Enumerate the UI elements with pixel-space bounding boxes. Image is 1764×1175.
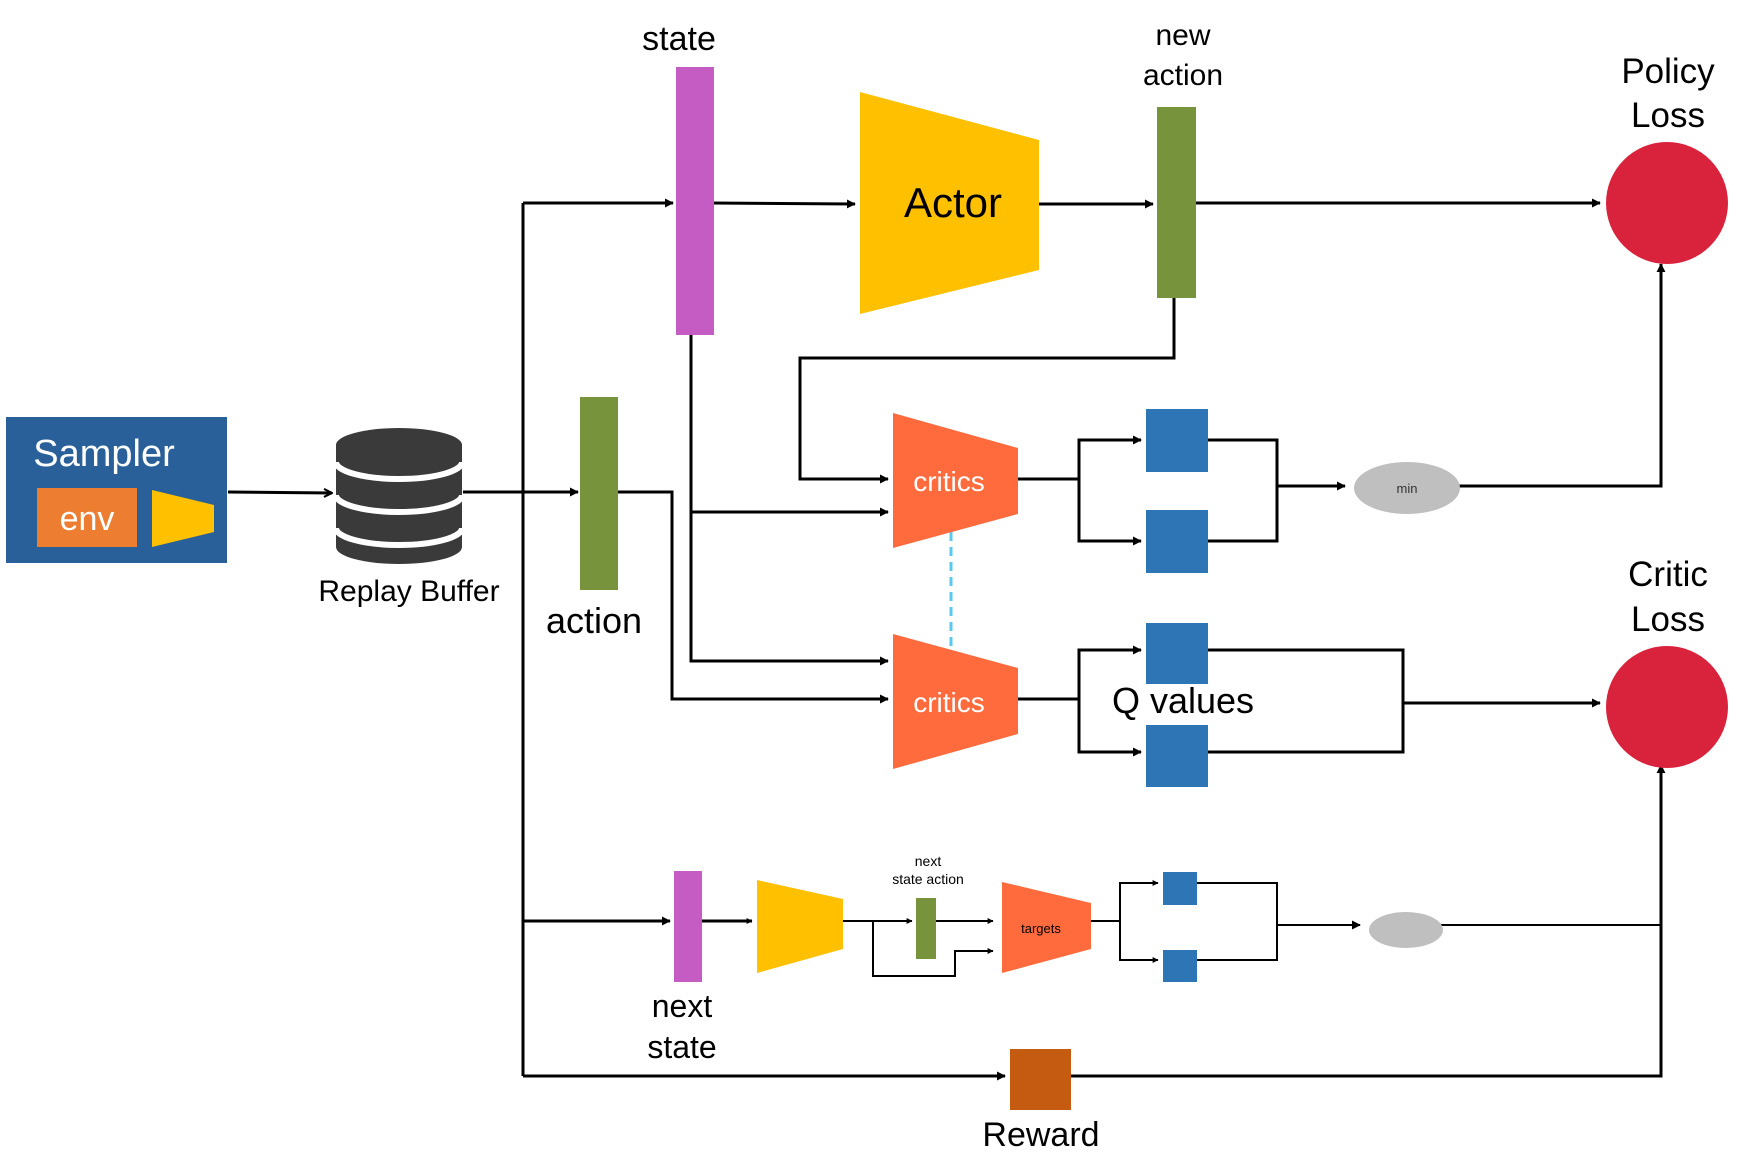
policy-loss-label-line1: Policy [1621, 52, 1715, 91]
arrow-reward-to-critic-loss [1068, 764, 1666, 1078]
sampler-title: Sampler [33, 433, 175, 475]
reward-label: Reward [982, 1116, 1099, 1154]
branch-critics-bottom-lower [1077, 699, 1142, 757]
q-value-box [1146, 409, 1208, 472]
action-bar [580, 397, 618, 590]
arrow-min-to-policy-loss [1451, 263, 1666, 488]
env-label: env [60, 500, 115, 538]
arrow-state-to-critics-top [689, 335, 889, 517]
min-node [1354, 462, 1460, 514]
critic-loss-label-line1: Critic [1628, 555, 1708, 594]
next-state-label-line1: next [652, 988, 713, 1024]
q-values-label: Q values [1112, 680, 1254, 721]
new-action-bar [1157, 107, 1196, 298]
branch-critics-top [1014, 435, 1142, 481]
branch-targets [1083, 880, 1159, 922]
replay-buffer-icon [333, 428, 465, 564]
arrow-new-action-to-critics [798, 298, 1176, 484]
branch-targets-lower [1119, 921, 1159, 963]
merge-q-bottom [1203, 648, 1405, 754]
branch-critics-top-lower [1077, 479, 1142, 546]
q-value-box [1146, 623, 1208, 684]
action-label: action [546, 600, 642, 641]
min-label: min [1397, 481, 1418, 496]
merge-q-top [1203, 438, 1279, 543]
new-action-label-line1: new [1155, 19, 1210, 52]
next-state-action-label-line2: state action [892, 871, 964, 887]
env-box [37, 488, 137, 547]
next-state-action-label-line1: next [915, 853, 942, 869]
policy-loss-label-line2: Loss [1631, 96, 1705, 135]
merge-q-targets [1189, 882, 1278, 961]
critic-loss-label-line2: Loss [1631, 600, 1705, 639]
sampler-block: Sampler env [6, 417, 227, 563]
target-min-node [1369, 912, 1443, 948]
branch-critics-bottom [1014, 645, 1142, 701]
reward-box [1010, 1049, 1071, 1110]
state-bar [676, 67, 714, 335]
replay-buffer-label: Replay Buffer [318, 575, 499, 608]
actor-label: Actor [904, 179, 1002, 226]
target-q-value-box [1163, 950, 1197, 982]
critics-network-bottom [893, 634, 1018, 769]
arrow-sampler-to-buffer [227, 492, 332, 493]
critics-bottom-label: critics [913, 687, 985, 718]
critics-top-label: critics [913, 466, 985, 497]
targets-network [1002, 882, 1091, 973]
targets-label: targets [1021, 921, 1061, 936]
next-state-label-line2: state [647, 1029, 716, 1065]
arrow-action-to-critics-bottom [615, 490, 889, 704]
sampler-actor-icon [152, 490, 214, 547]
target-actor-network [757, 880, 843, 973]
new-action-label-line2: action [1143, 59, 1223, 92]
arrow-state-to-actor [710, 199, 856, 209]
state-label: state [642, 20, 716, 58]
arrow-state-to-critics-bottom [689, 510, 889, 666]
connectors [227, 198, 1666, 1081]
policy-loss-node [1606, 142, 1728, 264]
next-state-bar [674, 871, 702, 982]
next-state-action-bar [916, 898, 936, 959]
actor-network [860, 92, 1039, 314]
arrow-bypass-to-targets [872, 921, 994, 977]
q-value-box [1146, 510, 1208, 573]
target-q-value-box [1163, 872, 1197, 905]
critic-loss-node [1606, 646, 1728, 768]
q-value-box [1146, 725, 1208, 787]
critics-network-top [893, 413, 1018, 548]
